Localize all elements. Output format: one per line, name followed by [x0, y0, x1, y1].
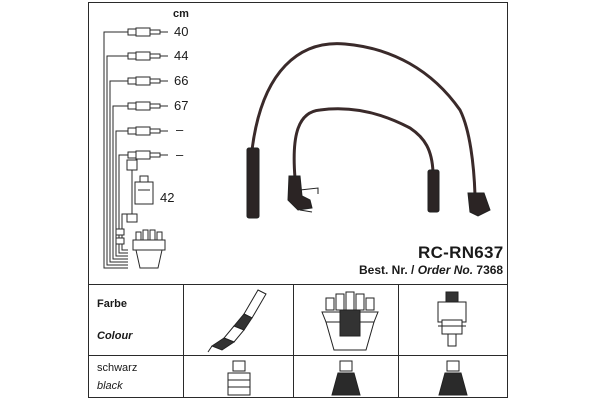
connector-symbol-44 — [127, 51, 168, 61]
length-label-3: 66 — [174, 73, 189, 88]
boot-straight-short — [427, 169, 440, 213]
schematic-line-3 — [109, 80, 128, 263]
length-label-5: – — [176, 122, 184, 137]
coil-schematic-icon — [126, 159, 154, 223]
length-label-2: 44 — [174, 48, 189, 63]
distributor-cap-schematic-icon — [132, 229, 166, 269]
bracket-clip — [299, 187, 319, 194]
schematic-line-4 — [112, 105, 128, 260]
boot-angled-long — [467, 192, 491, 217]
cable-long — [250, 42, 477, 197]
colour-label: Colour — [97, 330, 133, 342]
order-prefix: Best. Nr. / — [359, 263, 415, 277]
diagram-frame — [88, 2, 508, 398]
black-boot-icon-2 — [331, 360, 361, 396]
divider-middle — [88, 355, 508, 356]
product-model: RC-RN637 — [418, 243, 504, 262]
length-label-7: 42 — [160, 190, 175, 205]
terminal-box-1 — [115, 228, 125, 236]
length-label-4: 67 — [174, 98, 189, 113]
schematic-line-7 — [121, 170, 133, 251]
divider-col-2 — [293, 284, 294, 398]
divider-col-1 — [183, 284, 184, 398]
divider-top — [88, 284, 508, 285]
divider-col-3 — [398, 284, 399, 398]
unit-label: cm — [173, 8, 189, 20]
connector-symbol-5 — [127, 126, 168, 136]
connector-symbol-66 — [127, 76, 168, 86]
ignition-coil-icon — [437, 291, 467, 347]
schematic-line-1 — [103, 31, 128, 269]
distributor-cap-icon — [321, 291, 379, 351]
schematic-line-2 — [106, 55, 128, 266]
order-label: Order No. — [417, 263, 474, 277]
connector-symbol-6 — [127, 150, 168, 160]
terminal-box-2 — [115, 237, 125, 245]
order-number-line: Best. Nr. / Order No. 7368 — [359, 263, 503, 277]
spark-plug-icon — [207, 289, 267, 353]
black-label: black — [97, 380, 123, 392]
boot-straight-long — [246, 147, 260, 219]
length-label-6: – — [176, 147, 184, 162]
black-boot-icon-1 — [227, 360, 251, 396]
black-boot-icon-3 — [438, 360, 468, 396]
boot-angled-short — [287, 175, 313, 211]
connector-symbol-67 — [127, 101, 168, 111]
schwarz-label: schwarz — [97, 362, 138, 374]
cable-short — [292, 107, 435, 180]
connector-symbol-40 — [127, 27, 168, 37]
length-label-1: 40 — [174, 24, 189, 39]
schematic-line-5 — [115, 130, 128, 257]
farbe-label: Farbe — [97, 298, 127, 310]
schematic-line-6 — [118, 154, 128, 254]
order-number: 7368 — [476, 263, 504, 277]
